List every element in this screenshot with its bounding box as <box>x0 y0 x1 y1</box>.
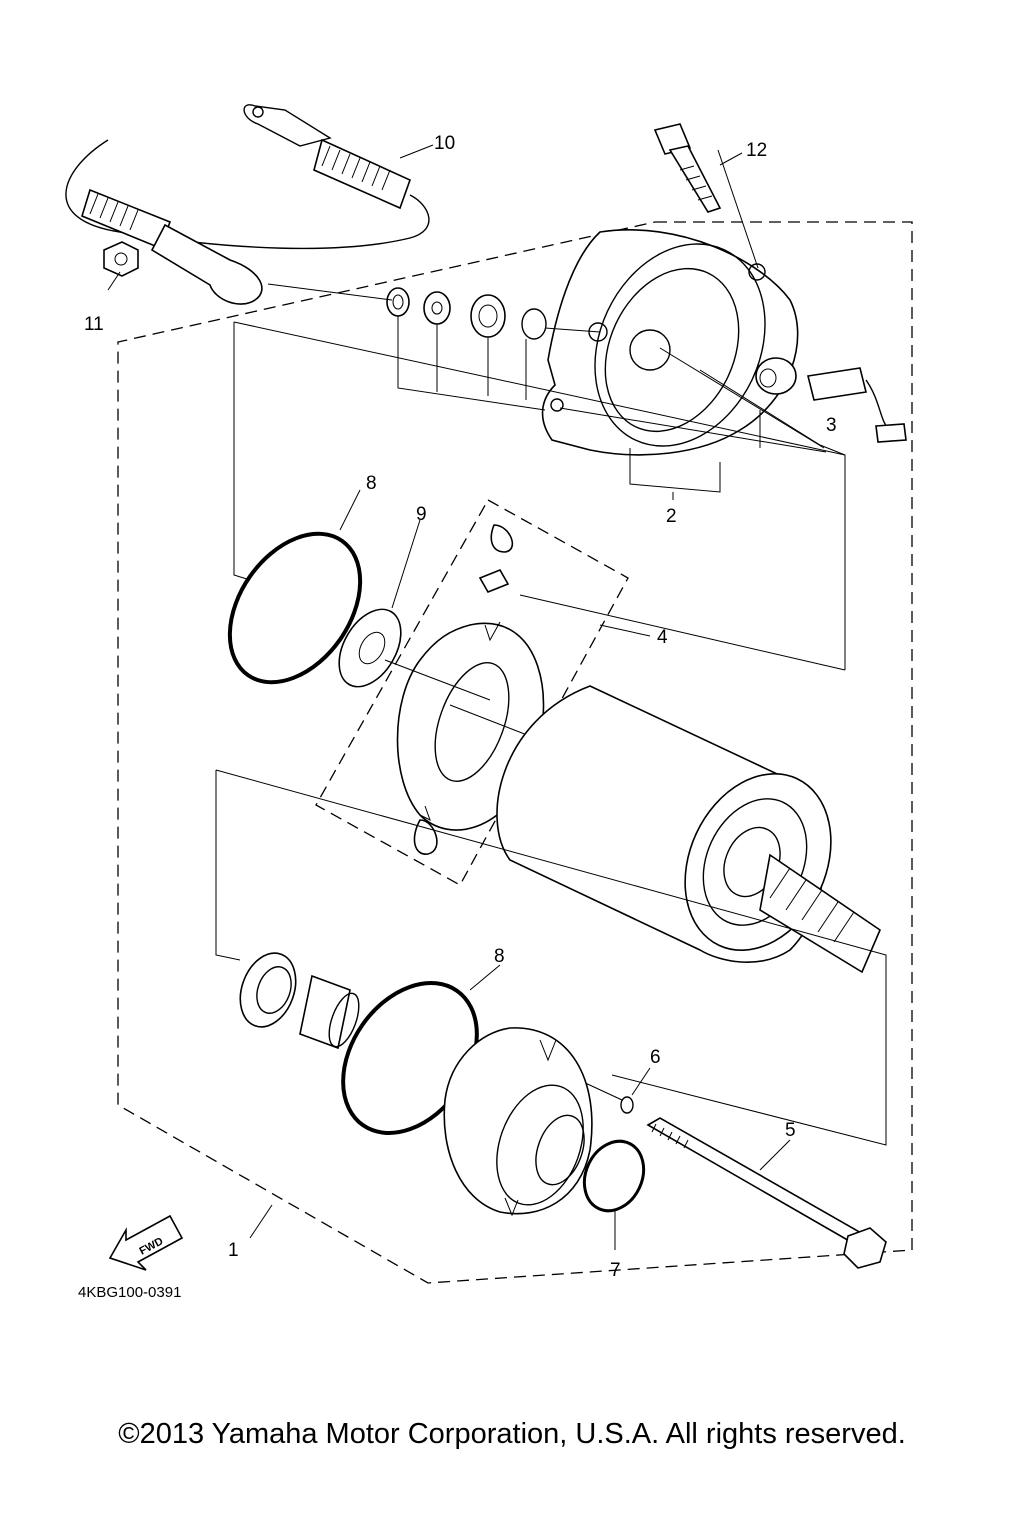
washer <box>338 519 421 688</box>
callout-2: 2 <box>666 506 677 527</box>
copyright-notice: ©2013 Yamaha Motor Corporation, U.S.A. A… <box>118 1418 906 1450</box>
leader-lines-lower <box>215 769 887 1250</box>
callout-11: 11 <box>84 314 104 335</box>
callout-6: 6 <box>650 1047 661 1068</box>
nut <box>103 241 139 277</box>
callout-12: 12 <box>746 140 767 161</box>
lead-wire <box>65 104 430 305</box>
leader-lines-upper <box>107 144 846 671</box>
callout-10: 10 <box>434 133 455 154</box>
rear-cover <box>443 1027 593 1217</box>
through-bolt <box>646 1117 887 1269</box>
callout-5: 5 <box>785 1120 796 1141</box>
callout-4: 4 <box>657 627 668 648</box>
terminal-bush <box>755 357 907 443</box>
small-o-ring <box>620 1096 634 1114</box>
callout-8-upper: 8 <box>366 473 377 494</box>
yoke-armature <box>496 685 881 974</box>
front-cover <box>541 229 799 456</box>
forward-arrow-icon: FWD <box>108 1214 184 1271</box>
callout-8-lower: 8 <box>494 946 505 967</box>
bolt <box>653 123 722 213</box>
assembly-boundary <box>117 221 913 1284</box>
starter-motor-exploded-diagram: FWD 10 12 11 3 2 8 9 4 8 6 5 1 7 4KBG100… <box>65 104 913 1300</box>
seal-washer-row <box>386 287 547 340</box>
callout-9: 9 <box>416 504 427 525</box>
callout-7: 7 <box>610 1260 621 1281</box>
oil-seal-bearing <box>239 952 360 1050</box>
brush-kit-boundary <box>315 499 629 886</box>
callout-3: 3 <box>826 415 837 436</box>
o-ring-upper <box>227 531 363 685</box>
o-ring-small-lower <box>582 1139 646 1213</box>
diagram-code: 4KBG100-0391 <box>78 1284 181 1300</box>
callout-1: 1 <box>228 1240 239 1261</box>
